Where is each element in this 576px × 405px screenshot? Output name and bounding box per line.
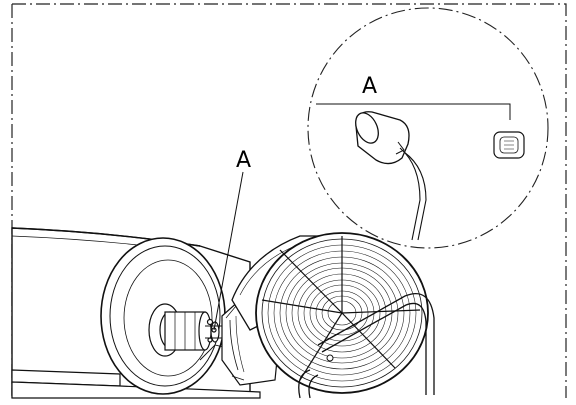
motor-hub xyxy=(148,303,241,381)
detail-view: A xyxy=(307,7,549,249)
sensor-mount-clip xyxy=(493,131,525,159)
base-rails xyxy=(11,369,261,399)
sensor-probe xyxy=(355,111,410,165)
callout-leader-main xyxy=(213,171,244,331)
sensor-cable xyxy=(399,147,427,241)
callout-label-main: A xyxy=(236,148,251,173)
fan-guard xyxy=(255,232,429,394)
frame-border xyxy=(11,3,567,398)
callout-label-detail: A xyxy=(362,74,377,99)
handle-frame xyxy=(298,292,435,399)
